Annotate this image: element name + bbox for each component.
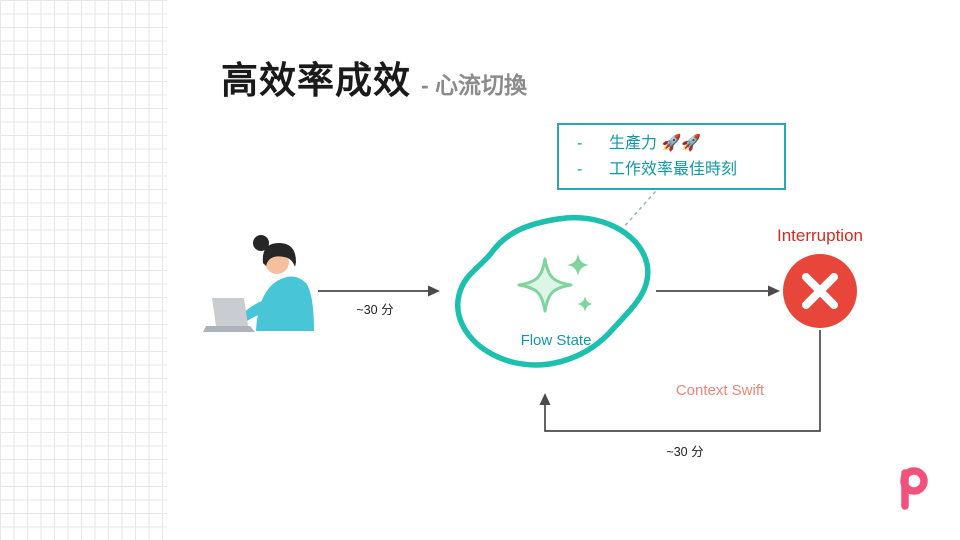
sparkles-icon bbox=[517, 254, 593, 313]
interruption-label: Interruption bbox=[777, 226, 863, 245]
page-title: 高效率成效 bbox=[221, 60, 411, 101]
laptop-screen bbox=[212, 298, 248, 326]
callout-item-text: 生產力 🚀🚀 bbox=[609, 134, 702, 152]
arm bbox=[240, 300, 268, 323]
title-row: 高效率成效 - 心流切換 bbox=[221, 50, 527, 104]
arrow-to-interruption bbox=[656, 285, 780, 297]
callout-box: - 生產力 🚀🚀 - 工作效率最佳時刻 bbox=[557, 123, 786, 190]
person-at-laptop-illustration bbox=[203, 235, 314, 332]
flow-state-blob bbox=[455, 214, 651, 368]
bullet-dash: - bbox=[577, 134, 583, 152]
page-subtitle: - 心流切換 bbox=[421, 72, 528, 98]
return-path-arrow bbox=[539, 330, 821, 432]
error-x-icon bbox=[783, 254, 857, 328]
context-switch-label: Context Swift bbox=[675, 382, 765, 399]
callout-item-text: 工作效率最佳時刻 bbox=[609, 161, 738, 178]
hair bbox=[262, 243, 296, 267]
to-flow-duration-label: ~30 分 bbox=[356, 303, 394, 317]
return-duration-label: ~30 分 bbox=[666, 445, 704, 459]
callout-item: - 工作效率最佳時刻 bbox=[571, 158, 772, 181]
laptop-base bbox=[203, 326, 255, 332]
grid-paper-background bbox=[0, 0, 167, 540]
shirt bbox=[256, 276, 314, 331]
arrow-to-flow bbox=[318, 285, 440, 297]
dotted-connector-line bbox=[621, 191, 656, 230]
bullet-dash: - bbox=[577, 161, 583, 178]
callout-item: - 生產力 🚀🚀 bbox=[571, 132, 772, 155]
hair-bun bbox=[253, 235, 269, 251]
pink-p-logo bbox=[900, 467, 928, 510]
flow-state-label: Flow State bbox=[520, 332, 592, 349]
